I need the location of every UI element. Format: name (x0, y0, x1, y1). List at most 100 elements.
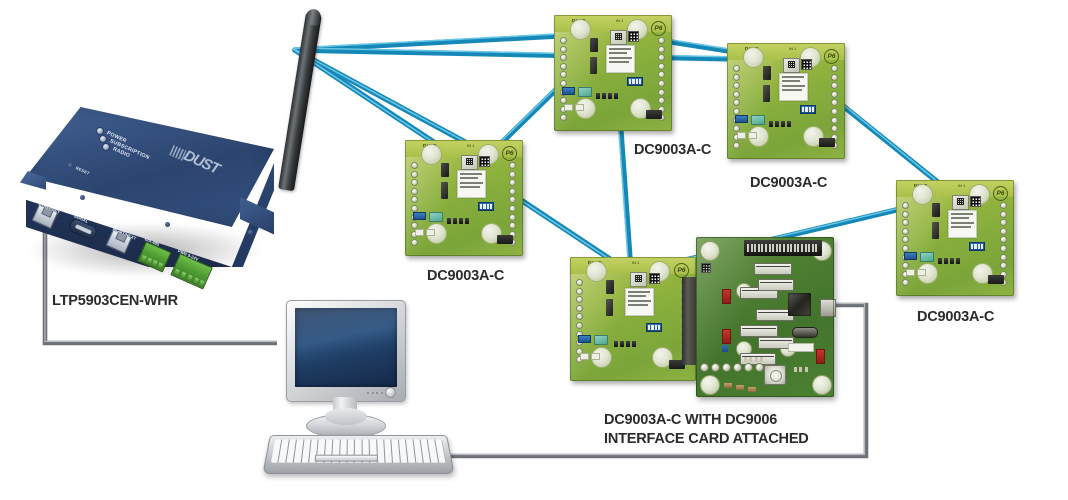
board-connector[interactable] (646, 110, 662, 119)
mount-pad-top-left (586, 261, 607, 282)
board-ic-1 (441, 163, 449, 177)
white-connector-row (737, 132, 757, 139)
module-white-label (625, 288, 654, 316)
radio-module (783, 58, 800, 73)
red-jumper-3[interactable] (816, 349, 825, 364)
idc-ribbon-header[interactable] (744, 240, 822, 256)
board-p6-marker: P6 (651, 21, 666, 36)
board-p6-marker: P6 (993, 186, 1008, 201)
white-connector-row (564, 104, 584, 111)
mote-board-left[interactable]: DUST IN 1 P6 (405, 140, 523, 256)
board-p6-marker: P6 (824, 49, 839, 64)
gateway-screw-1 (68, 163, 73, 168)
board-ic-2 (763, 85, 770, 102)
board-in-label: IN 1 (616, 18, 624, 23)
microcontroller-ic (788, 293, 811, 316)
usb-port[interactable] (820, 299, 836, 317)
header-left[interactable] (902, 202, 909, 287)
header-left[interactable] (411, 162, 418, 247)
dip-switch[interactable] (969, 242, 985, 251)
mount-pad-bottom-right (652, 347, 673, 368)
mote-board-manager[interactable]: DUST IN 1 P6 (570, 257, 696, 381)
red-jumper-2[interactable] (722, 329, 731, 344)
mount-pad-bottom-right (803, 126, 824, 147)
gateway-screw-3 (165, 222, 170, 227)
qr-code-sticker (628, 31, 639, 42)
capacitor-row (938, 258, 960, 264)
mote-board-top-right[interactable]: DUST IN 1 P6 (727, 43, 845, 159)
push-button-switch[interactable] (764, 365, 786, 385)
dip-switch-small[interactable] (904, 252, 917, 260)
keyboard-spacebar[interactable] (314, 454, 379, 462)
board-component-green (578, 87, 592, 97)
capacitor-row (447, 218, 469, 224)
dip-switch[interactable] (800, 105, 816, 114)
label-manager-card-line2: INTERFACE CARD ATTACHED (604, 431, 809, 447)
mote-board-top-center[interactable]: DUST IN 1 P6 (554, 15, 672, 131)
dip-switch[interactable] (478, 202, 494, 211)
capacitor-3 (748, 387, 756, 392)
board-edge (405, 140, 523, 256)
cable-dc9006-to-keyboard (413, 302, 869, 459)
board-component-green (429, 212, 443, 222)
logic-ic-1 (754, 263, 792, 275)
qr-code-sticker (479, 156, 490, 167)
board-connector[interactable] (819, 138, 835, 147)
dip-switch-small[interactable] (735, 115, 748, 123)
board-component-green (920, 252, 934, 262)
board-ic-1 (763, 66, 771, 80)
board-edge (570, 257, 696, 381)
blue-jumper[interactable] (722, 345, 728, 352)
module-white-label (948, 210, 977, 238)
qr-code-sticker (701, 263, 711, 273)
board-ic-2 (932, 222, 939, 239)
monitor-power-button[interactable] (385, 387, 396, 398)
board-in-label: IN 1 (958, 183, 966, 188)
board-connector[interactable] (669, 360, 685, 369)
dip-switch-small[interactable] (562, 87, 575, 95)
module-white-label (457, 170, 486, 198)
antenna-tip (305, 8, 322, 27)
red-jumper-1[interactable] (722, 289, 731, 304)
logic-ic-4 (756, 309, 794, 321)
led-radio (102, 143, 110, 151)
dip-switch[interactable] (646, 323, 662, 332)
board-ic-2 (590, 57, 597, 74)
mount-pad-bottom-right (630, 98, 651, 119)
board-connector[interactable] (988, 275, 1004, 284)
mount-pad-top-left (912, 184, 933, 205)
mount-pad-bottom-right (972, 263, 993, 284)
smd-component-row-1 (744, 357, 764, 362)
computer-workstation[interactable] (262, 296, 462, 481)
board-ic-1 (590, 38, 598, 52)
radio-module (630, 272, 647, 287)
capacitor-row (596, 93, 618, 99)
module-white-label (606, 45, 635, 73)
logic-ic-6 (758, 337, 794, 349)
keyboard[interactable] (262, 435, 455, 475)
monitor-screen[interactable] (295, 308, 397, 387)
board-p6-marker: P6 (674, 263, 689, 278)
capacitor-row (769, 121, 791, 127)
mote-board-right[interactable]: DUST IN 1 P6 (896, 180, 1014, 296)
monitor-buttons[interactable] (367, 387, 396, 398)
mount-pad-top-left (570, 19, 591, 40)
white-connector-row (906, 269, 926, 276)
gateway-top-face (26, 107, 274, 227)
dip-switch[interactable] (627, 77, 643, 86)
header-right[interactable] (658, 37, 665, 122)
mount-pad-bottom-right (812, 375, 832, 395)
qr-code-sticker (649, 273, 660, 284)
gateway-screw-2 (80, 195, 85, 200)
header-left[interactable] (733, 65, 740, 150)
board-connector[interactable] (497, 235, 513, 244)
dc9006-interface-card[interactable] (682, 237, 836, 397)
board-edge (896, 180, 1014, 296)
dip-switch-small[interactable] (413, 212, 426, 220)
gateway-device[interactable]: POWER SUBSCRIPTION RADIO RESET DUST ETHE… (12, 105, 282, 305)
card-white-label (788, 343, 814, 352)
dip-switch-small[interactable] (578, 335, 591, 343)
module-white-label (779, 73, 808, 101)
